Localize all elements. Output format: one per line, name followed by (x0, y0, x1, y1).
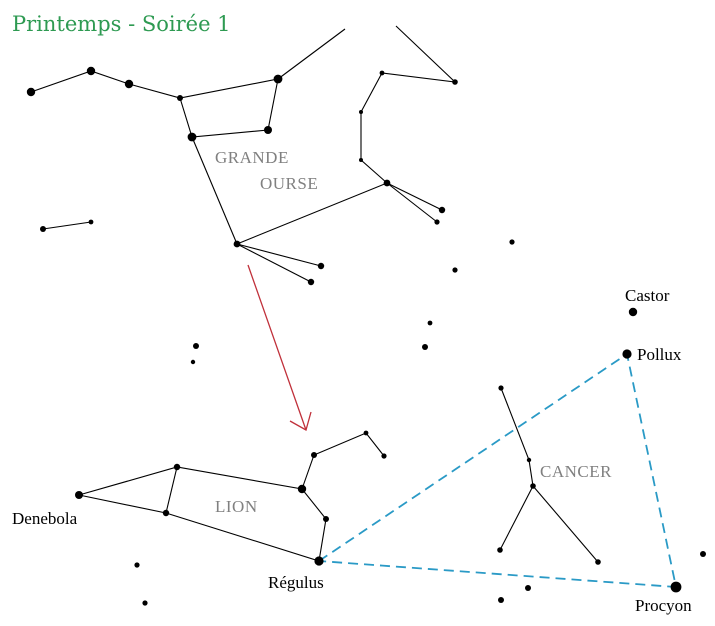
label-cancer: CANCER (540, 462, 612, 481)
star (187, 132, 197, 142)
star (359, 110, 363, 114)
star (525, 585, 531, 591)
star (595, 559, 601, 565)
star (88, 219, 94, 225)
star (422, 344, 428, 350)
label-castor: Castor (625, 286, 670, 305)
label-procyon: Procyon (635, 596, 692, 615)
grande-ourse-lines (30, 25, 457, 283)
star (526, 457, 532, 463)
star (297, 484, 307, 494)
spring-triangle (318, 352, 678, 588)
star (434, 219, 440, 225)
label-pollux: Pollux (637, 345, 682, 364)
star (307, 278, 315, 286)
label-ourse: OURSE (260, 174, 318, 193)
map-title: Printemps - Soirée 1 (12, 12, 231, 36)
star (124, 79, 134, 89)
star (40, 226, 46, 232)
star (622, 349, 632, 359)
star (26, 87, 36, 97)
star (438, 206, 446, 214)
star (427, 320, 433, 326)
star (509, 239, 515, 245)
star (75, 491, 83, 499)
star (530, 483, 536, 489)
pointer-arrow (247, 264, 312, 431)
star (379, 70, 385, 76)
star (190, 359, 196, 365)
star (381, 453, 387, 459)
star (177, 95, 183, 101)
star (173, 463, 181, 471)
star (452, 79, 458, 85)
star (311, 452, 317, 458)
label-denebola: Denebola (12, 509, 78, 528)
star (193, 343, 199, 349)
star (233, 240, 241, 248)
star (628, 307, 638, 317)
star (498, 597, 504, 603)
star (363, 430, 369, 436)
star (162, 509, 170, 517)
star (317, 262, 325, 270)
star (497, 547, 503, 553)
star (314, 556, 324, 566)
label-regulus: Régulus (268, 573, 324, 592)
star (452, 267, 458, 273)
star (273, 74, 283, 84)
star (142, 600, 148, 606)
stars (26, 66, 706, 606)
star (86, 66, 96, 76)
label-grande: GRANDE (215, 148, 289, 167)
star (264, 126, 272, 134)
star (383, 179, 391, 187)
star (134, 562, 140, 568)
star (670, 581, 682, 593)
star (323, 516, 329, 522)
star (359, 158, 363, 162)
label-lion: LION (215, 497, 258, 516)
cancer-lines (499, 387, 599, 563)
star (498, 385, 504, 391)
star (700, 551, 706, 557)
